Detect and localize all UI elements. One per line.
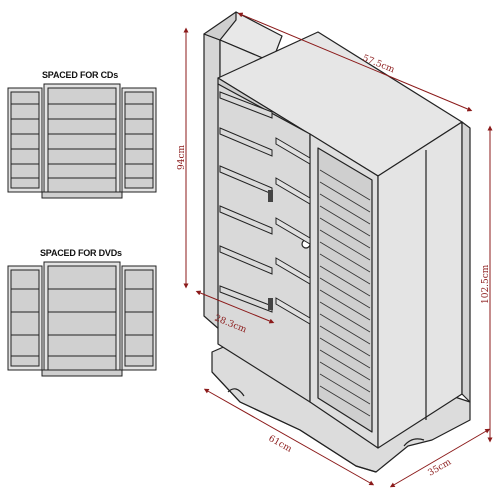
- caption-spaced-for-cds: SPACED FOR CDs: [42, 70, 119, 80]
- interior-shelves: [275, 137, 311, 325]
- dimension-lines: [183, 12, 493, 488]
- dimension-base-width: [203, 388, 375, 486]
- dvd-layout-thumbnail: [7, 261, 157, 377]
- label-height-left: 94cm: [177, 145, 187, 170]
- caption-spaced-for-dvds: SPACED FOR DVDs: [40, 248, 122, 258]
- dvd-shelves: [11, 288, 153, 357]
- dimension-width-top: [237, 12, 473, 112]
- label-base-depth: 35cm: [427, 457, 454, 478]
- label-height-right: 102.5cm: [481, 264, 491, 304]
- door-louvres: [319, 169, 371, 417]
- cd-shelves: [11, 103, 153, 179]
- dimension-door-depth: [195, 290, 275, 324]
- dimension-base-depth: [389, 428, 491, 488]
- main-cabinet: [203, 11, 471, 473]
- cd-layout-thumbnail: [7, 83, 157, 199]
